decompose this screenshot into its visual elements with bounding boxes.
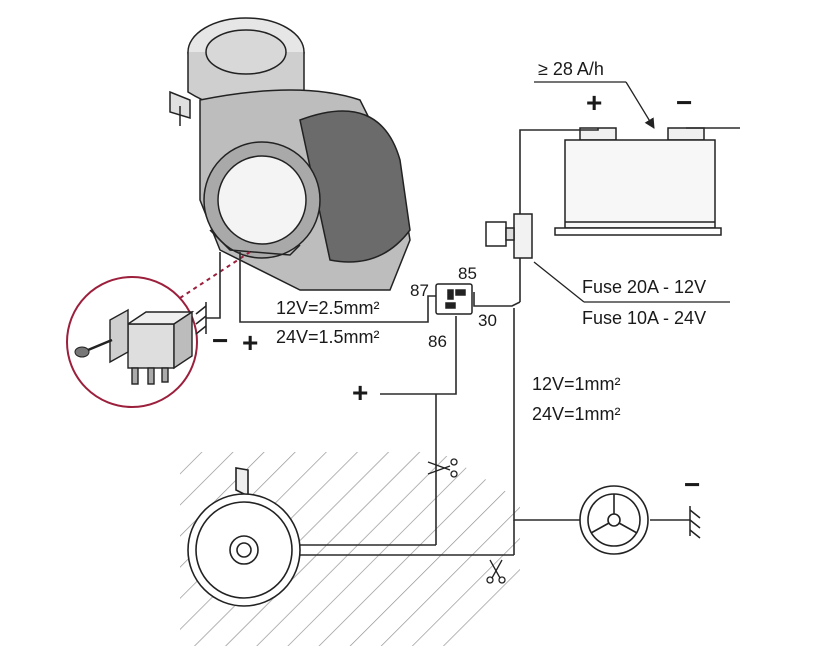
horn-plus-label: + [242,327,258,358]
switch-wire-24v-label: 24V=1mm² [532,404,621,424]
steering-wheel-icon [579,485,649,555]
disc-horn-illustration [187,467,301,607]
relay-module [109,308,195,385]
relay-pin-87: 87 [410,281,429,300]
horn-wire-12v-label: 12V=2.5mm² [276,298,380,318]
screw-icon [74,338,113,358]
positive-feed-label: + [352,377,368,408]
fuse-leader-line [533,261,585,303]
relay-pin-85: 85 [458,264,477,283]
battery-minus-label: − [676,87,692,118]
compact-horn-illustration [169,17,411,291]
capacity-arrow [625,81,655,129]
fuse-label-12v: Fuse 20A - 12V [582,277,706,297]
horn-minus-label: − [212,325,228,356]
ground-symbol-horn [195,302,207,335]
fuse-holder [485,213,533,259]
battery-illustration [554,127,722,236]
relay-schematic [435,283,473,315]
relay-pin-86: 86 [428,332,447,351]
scissors-icon [427,458,458,478]
wires [206,127,740,556]
battery-plus-label: + [586,87,602,118]
fuse-label-24v: Fuse 10A - 24V [582,308,706,328]
horn-wire-24v-label: 24V=1.5mm² [276,327,380,347]
relay-callout [66,251,251,408]
steering-ground-minus: − [684,469,700,500]
ground-symbol-steering [689,506,701,539]
relay-pin-30: 30 [478,311,497,330]
battery-capacity-label: ≥ 28 A/h [538,59,604,79]
switch-wire-12v-label: 12V=1mm² [532,374,621,394]
scissors-icon [486,559,506,584]
